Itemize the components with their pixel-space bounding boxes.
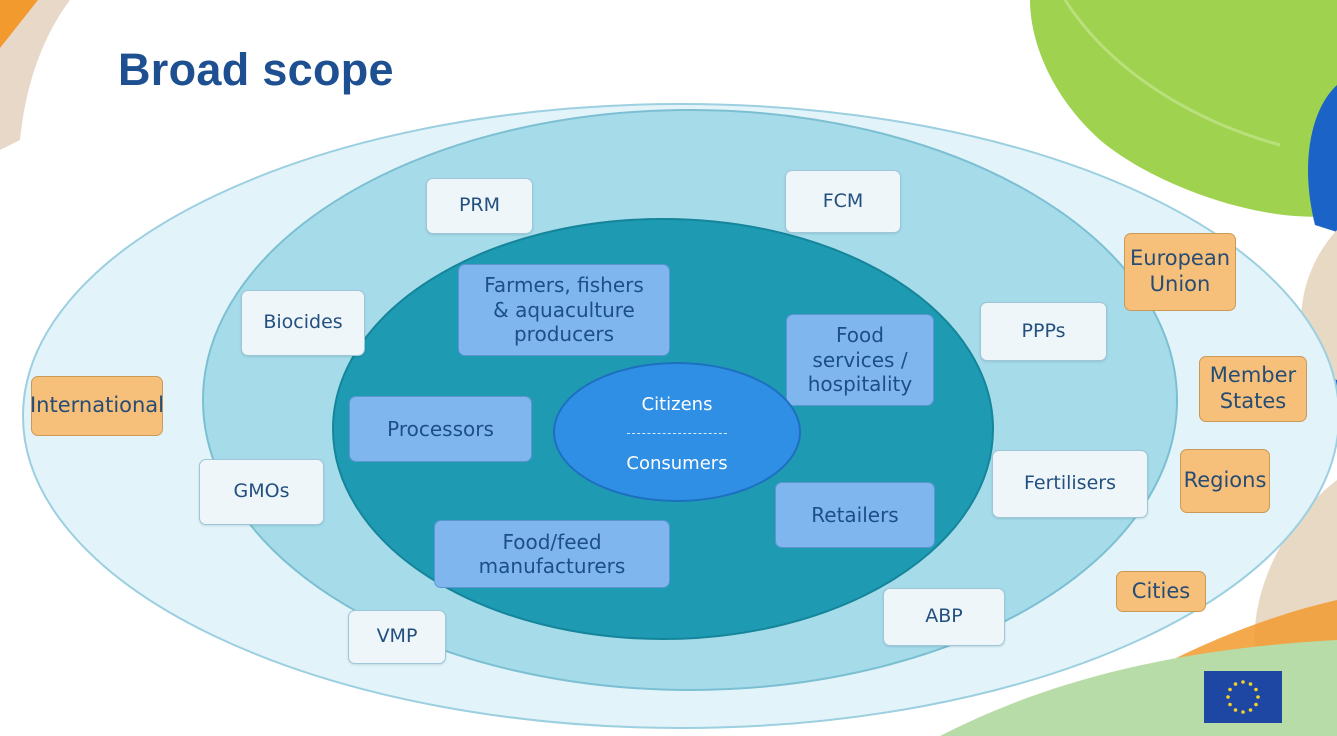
stakeholder-retailers: Retailers <box>775 482 935 548</box>
slide-title: Broad scope <box>118 44 394 95</box>
gov-international: International <box>30 376 164 436</box>
core-consumers-label: Consumers <box>626 453 728 474</box>
policy-gmos: GMOs <box>199 459 324 525</box>
policy-fertilisers: Fertilisers <box>992 450 1148 518</box>
policy-biocides: Biocides <box>241 290 365 356</box>
core-citizens-consumers: Citizens Consumers <box>553 362 801 502</box>
eu-flag-icon <box>1204 671 1282 723</box>
policy-vmp: VMP <box>348 610 446 664</box>
policy-prm: PRM <box>426 178 533 234</box>
policy-fcm: FCM <box>785 170 901 233</box>
core-citizens-label: Citizens <box>641 394 713 415</box>
core-separator <box>627 433 727 434</box>
policy-ppps: PPPs <box>980 302 1107 361</box>
policy-abp: ABP <box>883 588 1005 646</box>
gov-cities: Cities <box>1116 571 1206 612</box>
gov-regions: Regions <box>1180 449 1270 513</box>
stakeholder-processors: Processors <box>349 396 532 462</box>
